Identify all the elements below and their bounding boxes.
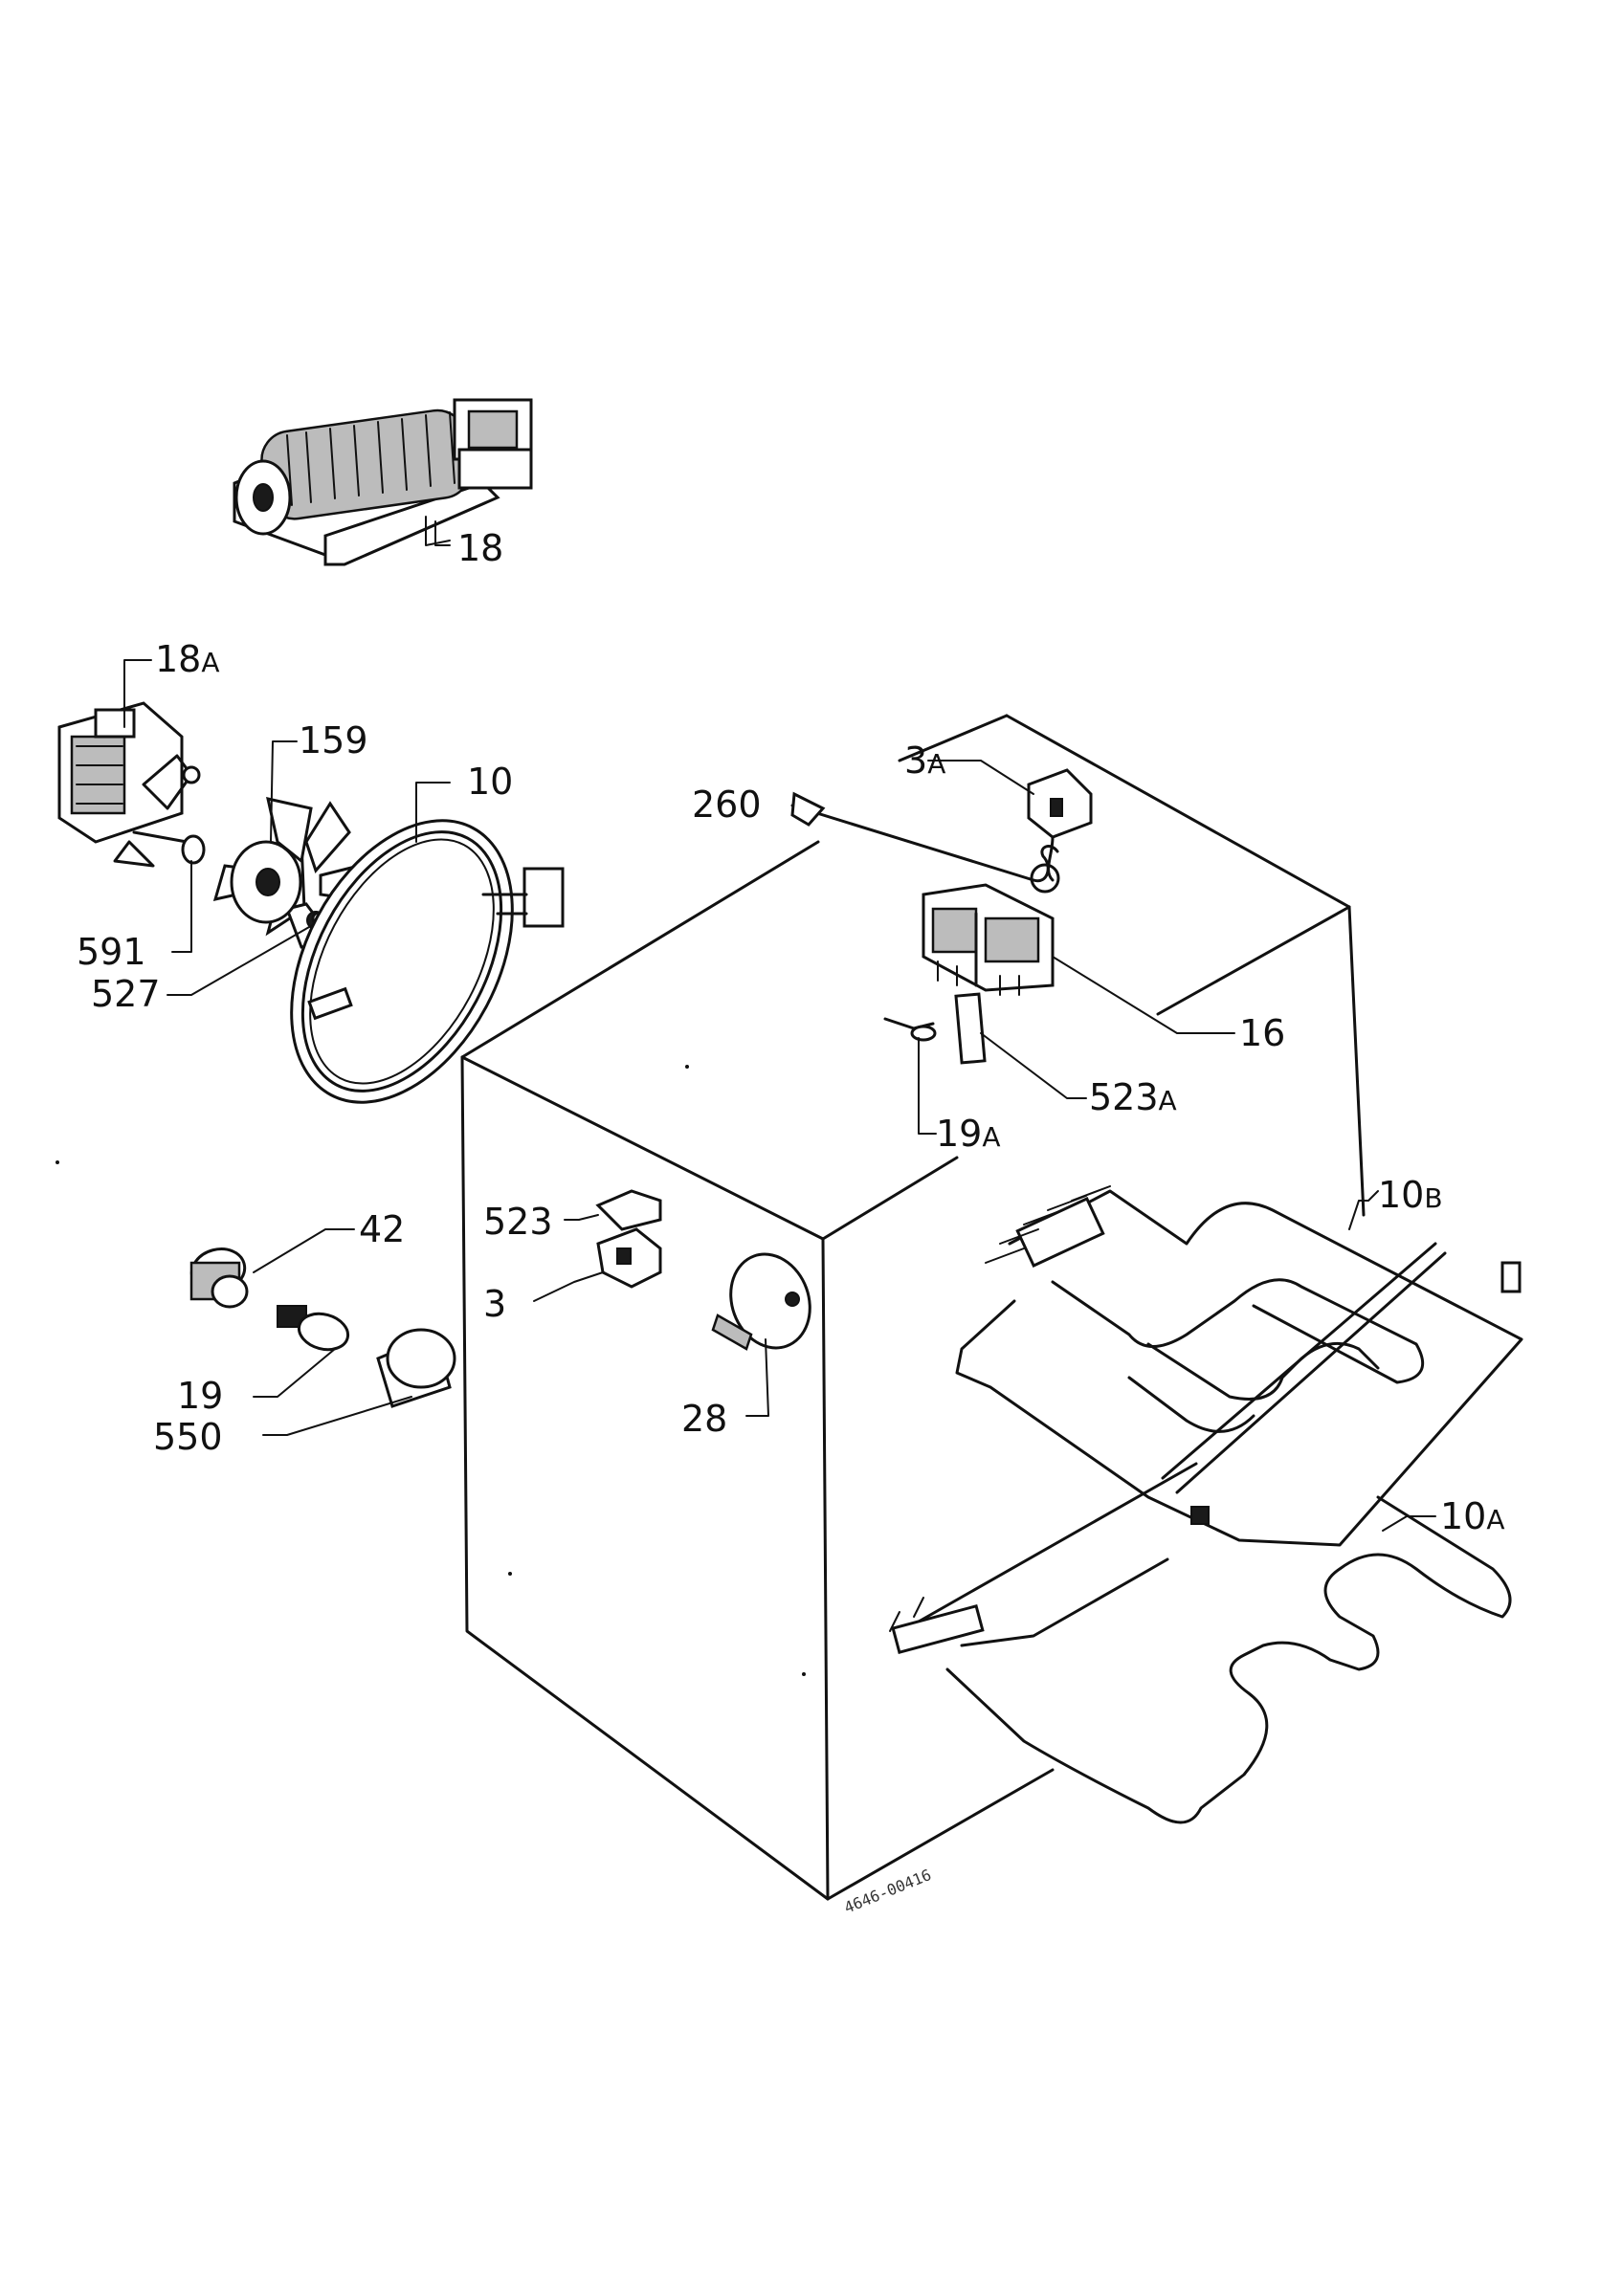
- callout-18a: 18A: [155, 638, 220, 680]
- thermostat-3a: [1027, 768, 1093, 894]
- callout-260: 260: [692, 784, 762, 826]
- leader-10: [415, 782, 451, 843]
- bracket-523a: [954, 992, 987, 1065]
- leader-19: [253, 1348, 336, 1398]
- callout-523: 523: [483, 1201, 553, 1243]
- callout-591: 591: [77, 931, 146, 973]
- leader-523: [564, 1214, 599, 1221]
- clip-523: [595, 1189, 662, 1231]
- callout-42: 42: [359, 1208, 405, 1250]
- leader-28: [745, 1338, 769, 1417]
- callout-159: 159: [299, 719, 368, 762]
- sensor-probe: [790, 791, 1059, 883]
- callout-19: 19: [177, 1375, 223, 1417]
- lamp-bulb: [277, 1305, 350, 1352]
- leader-18: [434, 520, 451, 546]
- callout-10a: 10A: [1440, 1495, 1505, 1537]
- timer-motor: [711, 1252, 811, 1351]
- callout-10: 10: [467, 761, 513, 803]
- callout-523a: 523A: [1089, 1076, 1177, 1118]
- selector-switch: [922, 883, 1055, 996]
- leader-159: [270, 740, 298, 843]
- callout-3: 3: [483, 1283, 506, 1325]
- lamp-19a: [883, 1017, 937, 1042]
- leader-19a: [918, 1037, 937, 1135]
- washer-591: [181, 834, 206, 865]
- leader-18a: [123, 659, 152, 728]
- callout-550: 550: [153, 1416, 223, 1458]
- leader-527: [167, 922, 317, 996]
- lamp-holder: [189, 1247, 249, 1309]
- bottom-element: [889, 1462, 1512, 1824]
- callout-3a: 3A: [904, 740, 945, 782]
- oven-cabinet: [56, 714, 1366, 1901]
- tangential-fan: [233, 398, 533, 566]
- leader-10b: [1348, 1190, 1379, 1230]
- leader-591: [171, 860, 192, 953]
- grill-element: [955, 1185, 1523, 1547]
- callout-18: 18: [457, 527, 503, 569]
- leader-16: [1052, 956, 1235, 1034]
- leader-3: [533, 1271, 604, 1302]
- circular-element: [290, 819, 565, 1104]
- leader-3a: [927, 760, 1034, 795]
- callout-28: 28: [681, 1398, 727, 1440]
- drawing-code: 4646-00416: [841, 1866, 933, 1917]
- callout-527: 527: [91, 973, 161, 1015]
- leader-523a: [980, 1032, 1087, 1099]
- callout-16: 16: [1239, 1012, 1285, 1054]
- fan-motor: [57, 701, 201, 868]
- leader-10a: [1382, 1515, 1436, 1532]
- callout-10b: 10B: [1378, 1174, 1443, 1216]
- callout-19a: 19A: [936, 1113, 1001, 1155]
- leader-550: [262, 1396, 412, 1436]
- lamp-cover: [376, 1328, 456, 1408]
- thermostat-3: [596, 1227, 662, 1289]
- leader-42: [253, 1228, 355, 1273]
